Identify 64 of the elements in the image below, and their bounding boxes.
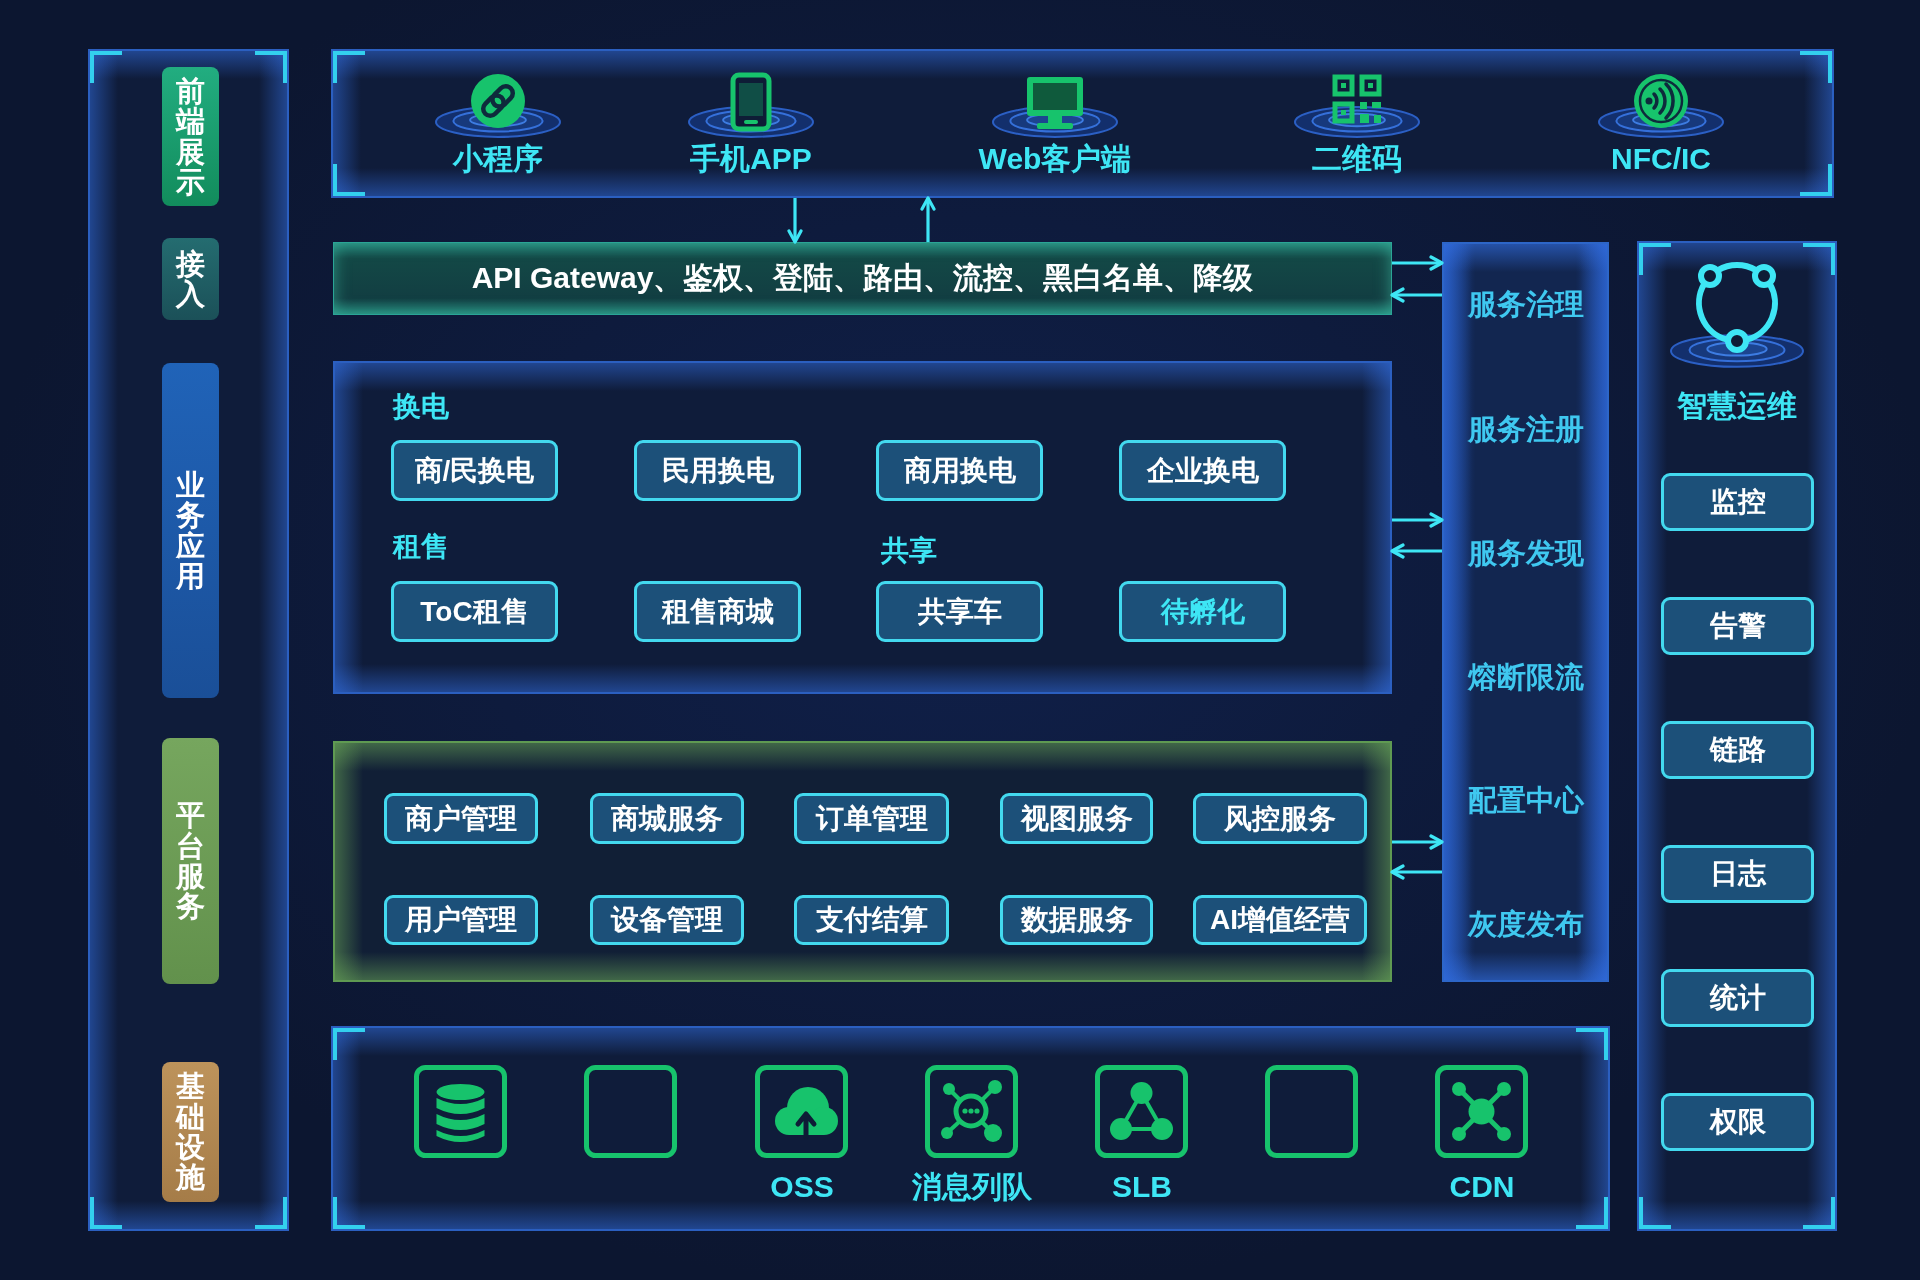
arrow xyxy=(1390,543,1442,559)
service-label: 服务治理 xyxy=(1467,287,1584,321)
module-box: 商用换电 xyxy=(876,440,1043,501)
infrastructure-panel xyxy=(331,1026,1610,1231)
group-heading: 共享 xyxy=(881,534,937,568)
module-box: 支付结算 xyxy=(794,895,949,945)
arrow xyxy=(920,196,936,242)
client-label: NFC/IC xyxy=(1611,142,1711,176)
module-box: 告警 xyxy=(1661,597,1814,655)
service-name: 消息列队 xyxy=(912,1170,1032,1204)
arrow xyxy=(1392,834,1444,850)
service-label: 熔断限流 xyxy=(1467,660,1584,694)
arrow xyxy=(787,198,803,244)
module-box: 民用换电 xyxy=(634,440,801,501)
layer-panel xyxy=(88,49,289,1231)
module-box: 设备管理 xyxy=(590,895,744,945)
client-label: Web客户端 xyxy=(978,142,1132,176)
layer-tag: 业务应用 xyxy=(162,363,219,698)
client-panel xyxy=(331,49,1834,198)
module-box: 商城服务 xyxy=(590,793,744,844)
service-name: OSS xyxy=(770,1170,834,1204)
module-box: 待孵化 xyxy=(1119,581,1286,642)
layer-tag: 前端展示 xyxy=(162,67,219,206)
module-box: 企业换电 xyxy=(1119,440,1286,501)
service-name: CDN xyxy=(1449,1170,1515,1204)
arrow xyxy=(1390,864,1442,880)
module-box: 监控 xyxy=(1661,473,1814,531)
module-box: 商户管理 xyxy=(384,793,538,844)
layer-tag: 接入 xyxy=(162,238,219,320)
client-label: 二维码 xyxy=(1312,142,1402,176)
service-label: 配置中心 xyxy=(1467,783,1584,817)
service-panel xyxy=(1442,242,1609,982)
module-box: 视图服务 xyxy=(1000,793,1153,844)
service-label: 服务注册 xyxy=(1467,412,1584,446)
group-heading: 换电 xyxy=(393,390,449,424)
module-box: 订单管理 xyxy=(794,793,949,844)
module-box: ToC租售 xyxy=(391,581,558,642)
arrow xyxy=(1392,255,1444,271)
module-box: 商/民换电 xyxy=(391,440,558,501)
arrow xyxy=(1390,287,1442,303)
group-heading: 租售 xyxy=(393,530,449,564)
ops-panel xyxy=(1637,241,1837,1231)
layer-tag: 平台服务 xyxy=(162,738,219,984)
business-panel xyxy=(333,361,1392,694)
service-name: SLB xyxy=(1112,1170,1172,1204)
module-box: 权限 xyxy=(1661,1093,1814,1151)
service-label: 服务发现 xyxy=(1467,536,1584,570)
module-box: 日志 xyxy=(1661,845,1814,903)
layer-tag: 基础设施 xyxy=(162,1062,219,1202)
service-label: 灰度发布 xyxy=(1467,907,1584,941)
module-box: 风控服务 xyxy=(1193,793,1367,844)
client-label: 小程序 xyxy=(453,142,543,176)
platform-panel xyxy=(333,741,1392,982)
module-box: AI增值经营 xyxy=(1193,895,1367,945)
module-box: 统计 xyxy=(1661,969,1814,1027)
gateway-band: API Gateway、鉴权、登陆、路由、流控、黑白名单、降级 xyxy=(333,242,1392,315)
panel-title: 智慧运维 xyxy=(1677,389,1797,423)
module-box: 共享车 xyxy=(876,581,1043,642)
module-box: 链路 xyxy=(1661,721,1814,779)
module-box: 租售商城 xyxy=(634,581,801,642)
module-box: 数据服务 xyxy=(1000,895,1153,945)
module-box: 用户管理 xyxy=(384,895,538,945)
arrow xyxy=(1392,512,1444,528)
client-label: 手机APP xyxy=(690,142,812,176)
